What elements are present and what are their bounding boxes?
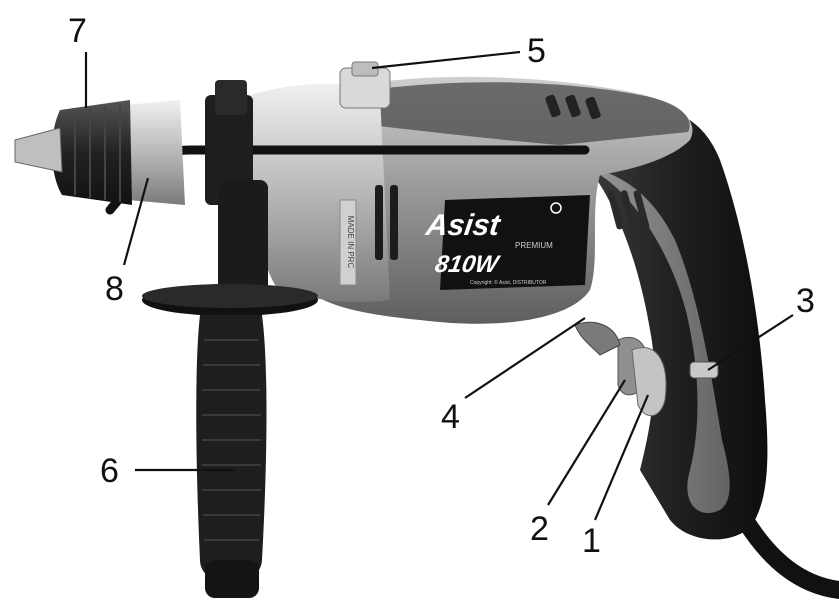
leader-5 [371,50,521,70]
model-name: 810W [433,251,503,278]
callout-2: 2 [530,510,549,548]
trigger-switch[interactable] [631,347,667,417]
callout-7: 7 [68,12,87,50]
side-label-text: MADE IN PRC [346,216,355,269]
chuck-ridges [74,104,121,202]
housing-top-strip [370,82,690,145]
rear-handle-housing [590,106,768,540]
callout-6: 6 [100,452,119,490]
leader-4 [464,317,586,399]
auxiliary-side-handle[interactable] [142,180,318,598]
leader-8 [122,177,150,266]
callout-4: 4 [441,398,460,436]
power-cord [736,511,839,599]
handle-clamp-top [215,80,247,115]
callout-8: 8 [105,270,124,308]
handle-vents [607,190,650,230]
top-vents [545,94,601,120]
brand-name: Asist [423,209,504,242]
handle-grip [600,170,730,514]
mode-selector-switch[interactable] [339,61,391,109]
brand-registered-mark [550,202,562,214]
side-vents [375,185,398,260]
callout-1: 1 [582,522,601,560]
chuck-jaws [14,127,63,173]
callout-3: 3 [796,282,815,320]
brand-subbrand: PREMIUM [515,241,553,250]
leader-lines [84,50,794,521]
lock-on-button[interactable] [689,361,719,379]
leader-1 [593,394,650,521]
side-label-plate [339,199,357,286]
brand-badge: Asist PREMIUM 810W Copyright: © Asist, D… [423,195,590,290]
badge-fineprint: Copyright: © Asist, DISTRIBUTOR [470,279,547,286]
callout-numbers: 1 2 3 4 5 6 7 8 [68,12,815,560]
chuck-collar [125,100,185,205]
gear-housing [248,83,390,302]
direction-switch[interactable] [574,321,621,356]
leader-2 [547,379,626,506]
handle-clamp [205,95,253,205]
callout-5: 5 [527,32,546,70]
leader-3 [707,314,794,371]
keyless-chuck[interactable] [51,100,132,205]
